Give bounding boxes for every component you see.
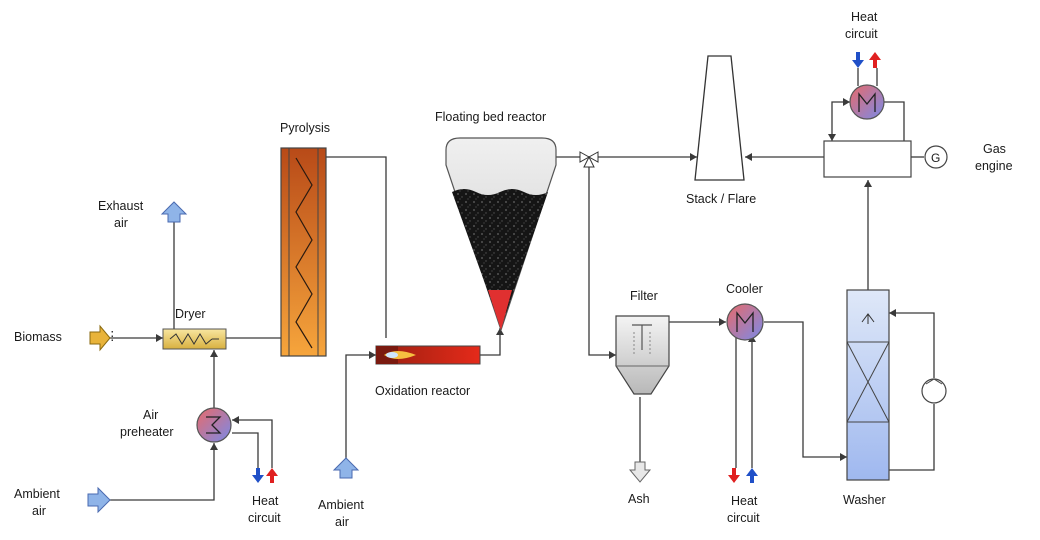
label-filter: Filter xyxy=(630,289,658,303)
label-stack-flare: Stack / Flare xyxy=(686,192,756,206)
labels: Biomass Exhaust air Dryer Pyrolysis Air … xyxy=(14,10,1013,529)
biomass-input-arrow xyxy=(89,324,111,352)
engine-heat-exchanger xyxy=(849,84,885,120)
heat-circuit-left-cold-arrow xyxy=(252,468,264,483)
label-ambient-air-mid-2: air xyxy=(335,515,349,529)
pipe-network xyxy=(110,101,935,501)
label-heat-circuit-right-1: Heat xyxy=(731,494,758,508)
ambient-air-left-arrow xyxy=(87,486,111,514)
cooler xyxy=(726,303,764,341)
label-heat-circuit-right-2: circuit xyxy=(727,511,760,525)
generator xyxy=(924,145,948,169)
label-heat-circuit-left-2: circuit xyxy=(248,511,281,525)
flow-arrowheads xyxy=(156,98,896,461)
label-heat-circuit-left-1: Heat xyxy=(252,494,279,508)
label-exhaust-air-1: Exhaust xyxy=(98,199,144,213)
label-biomass: Biomass xyxy=(14,330,62,344)
oxidation-reactor xyxy=(375,345,481,365)
heat-circuit-top-cold-arrow xyxy=(852,52,864,68)
label-heat-circuit-top-1: Heat xyxy=(851,10,878,24)
washer xyxy=(846,289,890,481)
ash-output-arrow xyxy=(628,461,652,483)
pyrolysis-reactor xyxy=(280,147,327,357)
label-generator: G xyxy=(931,151,940,165)
label-gas-engine-1: Gas xyxy=(983,142,1006,156)
filter xyxy=(615,315,670,395)
label-dryer: Dryer xyxy=(175,307,206,321)
label-ash: Ash xyxy=(628,492,650,506)
stack-flare xyxy=(694,55,745,181)
label-air-preheater-1: Air xyxy=(143,408,158,422)
label-pyrolysis: Pyrolysis xyxy=(280,121,330,135)
label-ambient-air-left-2: air xyxy=(32,504,46,518)
exhaust-air-arrow xyxy=(160,201,188,223)
pump xyxy=(921,378,947,404)
label-washer: Washer xyxy=(843,493,886,507)
biomass-dots-icon: ⋮ xyxy=(106,329,119,343)
gas-engine xyxy=(823,140,912,178)
heat-circuit-top-hot-arrow xyxy=(869,52,881,68)
three-way-valve[interactable] xyxy=(579,151,599,168)
dryer xyxy=(162,328,227,350)
ambient-air-mid-arrow xyxy=(332,457,360,479)
heat-circuit-right-cold-arrow xyxy=(746,468,758,483)
heat-circuit-right-hot-arrow xyxy=(728,468,740,483)
label-floating-bed-reactor: Floating bed reactor xyxy=(435,110,546,124)
label-gas-engine-2: engine xyxy=(975,159,1013,173)
label-oxidation-reactor: Oxidation reactor xyxy=(375,384,470,398)
label-ambient-air-mid-1: Ambient xyxy=(318,498,364,512)
label-ambient-air-left-1: Ambient xyxy=(14,487,60,501)
air-preheater xyxy=(196,407,232,443)
label-exhaust-air-2: air xyxy=(114,216,128,230)
label-heat-circuit-top-2: circuit xyxy=(845,27,878,41)
label-cooler: Cooler xyxy=(726,282,763,296)
heat-circuit-left-hot-arrow xyxy=(266,468,278,483)
floating-bed-reactor xyxy=(445,137,557,332)
label-air-preheater-2: preheater xyxy=(120,425,174,439)
